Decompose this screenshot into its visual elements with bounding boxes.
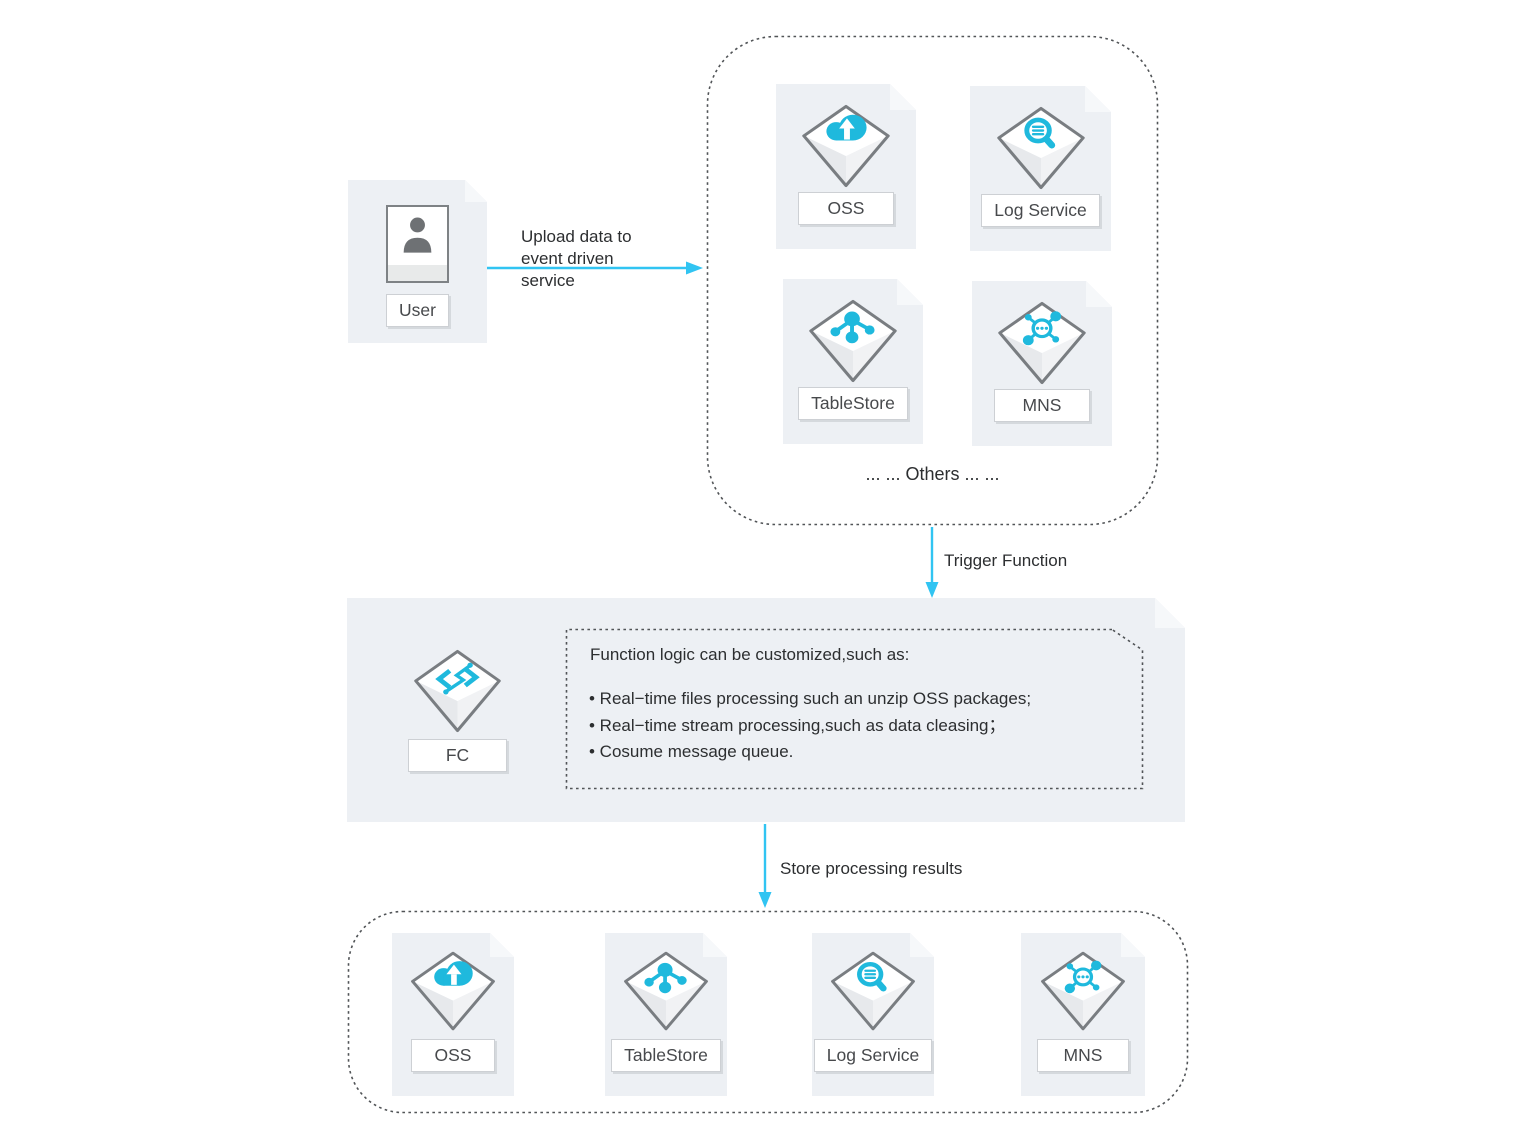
service-label: MNS (994, 389, 1090, 422)
card-corner-fold (1121, 933, 1145, 957)
others-label: ... ... Others ... ... (865, 464, 1000, 484)
user-card: User (348, 180, 487, 343)
card-corner-fold (890, 84, 916, 110)
mns-icon (1036, 947, 1130, 1035)
trigger-arrow-label: Trigger Function (944, 551, 1068, 570)
log-service-icon (992, 102, 1090, 194)
avatar-strip (388, 265, 447, 281)
event-source-card-log-service: Log Service (970, 86, 1111, 251)
fc-panel: FC Function logic can be customized,such… (347, 598, 1185, 822)
tablestore-icon (619, 947, 713, 1035)
fc-note-bullets: • Real−time files processing such an unz… (589, 686, 1031, 766)
result-store-card-oss: OSS (392, 933, 514, 1096)
card-corner-fold (1085, 86, 1111, 112)
card-corner-fold (910, 933, 934, 957)
oss-icon (406, 947, 500, 1035)
result-store-card-log-service: Log Service (812, 933, 934, 1096)
card-corner-fold (1086, 281, 1112, 307)
service-label: Log Service (814, 1039, 932, 1072)
user-label: User (386, 294, 449, 327)
mns-icon (993, 297, 1091, 389)
card-corner-fold (703, 933, 727, 957)
result-store-card-mns: MNS (1021, 933, 1145, 1096)
card-corner-fold (465, 180, 487, 202)
log-service-icon (826, 947, 920, 1035)
fc-label: FC (408, 739, 507, 772)
service-label: TableStore (798, 387, 908, 420)
service-label: OSS (798, 192, 894, 225)
event-source-card-tablestore: TableStore (783, 279, 923, 444)
service-label: Log Service (981, 194, 1099, 227)
fc-unit: FC (408, 645, 507, 772)
fc-note-bullet: • Real−time stream processing,such as da… (589, 715, 1006, 735)
fc-note-title: Function logic can be customized,such as… (590, 645, 910, 664)
store-arrow (758, 824, 772, 908)
event-source-card-oss: OSS (776, 84, 916, 249)
result-store-card-tablestore: TableStore (605, 933, 727, 1096)
service-label: OSS (411, 1039, 495, 1072)
service-label: MNS (1037, 1039, 1129, 1072)
oss-icon (797, 100, 895, 192)
card-corner-fold (490, 933, 514, 957)
function-compute-icon (409, 645, 506, 737)
service-label: TableStore (611, 1039, 721, 1072)
event-source-card-mns: MNS (972, 281, 1112, 446)
user-avatar (386, 205, 449, 283)
card-corner-fold (897, 279, 923, 305)
fc-note-bullet: • Real−time files processing such an unz… (589, 689, 1032, 708)
trigger-arrow (925, 527, 939, 598)
upload-arrow-label: Upload data to event driven service (521, 227, 632, 290)
tablestore-icon (804, 295, 902, 387)
store-arrow-label: Store processing results (780, 859, 963, 878)
fc-note-bullet: • Cosume message queue. (589, 742, 794, 761)
person-icon (388, 209, 447, 262)
panel-corner-fold (1155, 598, 1185, 628)
